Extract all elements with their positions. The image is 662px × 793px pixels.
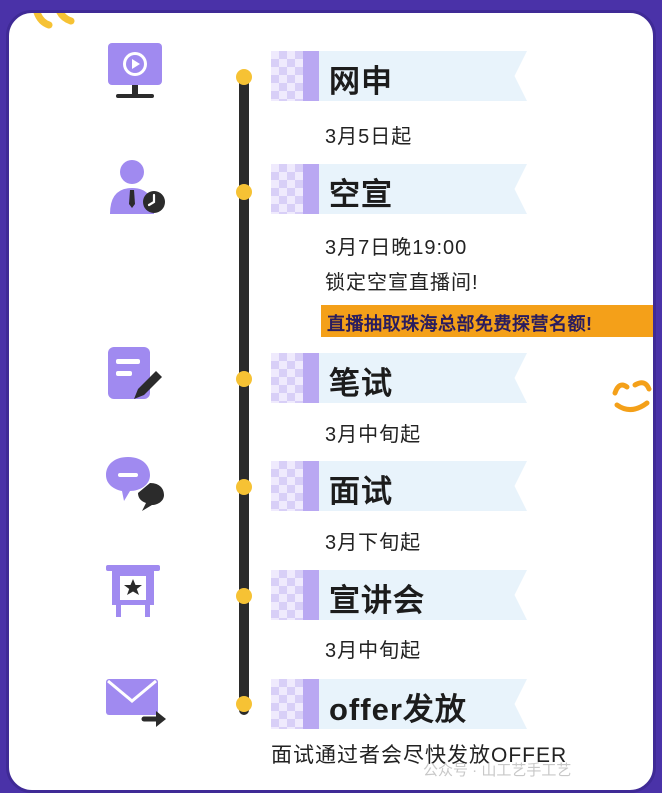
timeline-dot <box>236 479 252 495</box>
timeline-dot <box>236 69 252 85</box>
step-title: offer发放 <box>329 692 467 727</box>
banner-band <box>319 679 527 729</box>
step-title: 笔试 <box>329 366 393 401</box>
step-banner-airtalk: 空宣 <box>271 164 527 214</box>
envelope-send-icon <box>106 679 166 727</box>
banner-band <box>319 51 527 101</box>
banner-band <box>319 570 527 620</box>
banner-band <box>319 353 527 403</box>
checker-pattern <box>271 51 319 101</box>
step-date: 3月中旬起 <box>325 640 422 662</box>
checker-pattern <box>271 164 319 214</box>
timeline-dot <box>236 184 252 200</box>
timeline-line <box>239 75 249 715</box>
checker-pattern <box>271 461 319 511</box>
chat-bubbles-icon <box>106 457 164 511</box>
watermark: 公众号 · 山工艺手工艺 <box>423 762 572 779</box>
timeline-dot <box>236 696 252 712</box>
timeline-dot <box>236 588 252 604</box>
step-title: 空宣 <box>329 177 393 212</box>
timeline-dot <box>236 371 252 387</box>
corner-quote-decoration <box>33 13 75 29</box>
banner-band <box>319 164 527 214</box>
checker-pattern <box>271 570 319 620</box>
step-date: 3月5日起 <box>325 126 413 148</box>
checker-pattern <box>271 353 319 403</box>
step-title: 网申 <box>329 64 393 99</box>
step-banner-written-test: 笔试 <box>271 353 527 403</box>
checker-pattern <box>271 679 319 729</box>
step-date: 3月中旬起 <box>325 424 422 446</box>
monitor-play-icon <box>108 43 162 98</box>
highlight-bar <box>321 305 653 337</box>
step-banner-apply: 网申 <box>271 51 527 101</box>
step-date: 3月下旬起 <box>325 532 422 554</box>
step-banner-offer: offer发放 <box>271 679 527 729</box>
smile-squiggle-decoration <box>612 380 652 412</box>
step-banner-seminar: 宣讲会 <box>271 570 527 620</box>
step-title: 面试 <box>329 474 393 509</box>
footer-note: 面试通过者会尽快发放OFFER <box>271 744 568 767</box>
step-banner-interview: 面试 <box>271 461 527 511</box>
presentation-board-icon <box>106 565 160 617</box>
step-note: 锁定空宣直播间! <box>325 272 479 294</box>
document-pen-icon <box>108 347 162 399</box>
step-title: 宣讲会 <box>329 583 425 618</box>
step-date: 3月7日晚19:00 <box>325 237 468 259</box>
timeline-card: 网申 3月5日起 空宣 3月7日晚19:00 锁定空宣直播间! 直播抽取珠海总部… <box>6 10 656 793</box>
highlight-text: 直播抽取珠海总部免费探营名额! <box>327 314 593 334</box>
presenter-clock-icon <box>110 160 165 214</box>
banner-band <box>319 461 527 511</box>
